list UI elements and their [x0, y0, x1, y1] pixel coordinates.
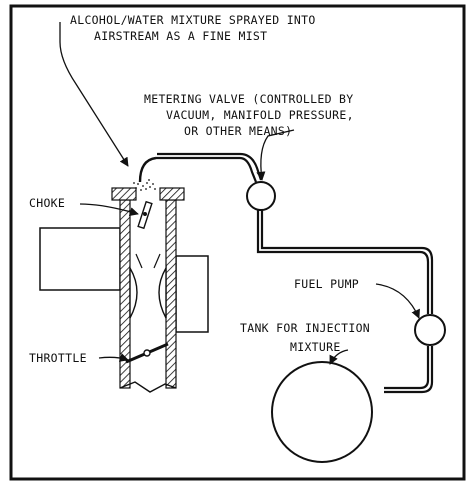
outer-frame [9, 4, 466, 481]
fuel-line [156, 152, 434, 394]
choke-leader [79, 203, 139, 217]
mist-label-line2: AIRSTREAM AS A FINE MIST [94, 29, 267, 43]
valve-label-line3: OR OTHER MEANS) [184, 124, 292, 138]
choke-label: CHOKE [29, 196, 65, 210]
throttle-label: THROTTLE [29, 351, 87, 365]
engine-block-right [175, 255, 209, 333]
mist-label-line1: ALCOHOL/WATER MIXTURE SPRAYED INTO [70, 13, 316, 27]
valve-leader [256, 129, 295, 181]
injection-tank [271, 361, 373, 463]
metering-valve [246, 181, 276, 211]
tank-label-line2: MIXTURE [290, 340, 341, 354]
tank-leader [329, 349, 349, 365]
valve-label-line1: METERING VALVE (CONTROLLED BY [144, 92, 353, 106]
fuel-pump-label: FUEL PUMP [294, 277, 359, 291]
carburetor-body [111, 187, 185, 393]
mist-leader [59, 22, 129, 167]
throttle-leader [98, 353, 129, 362]
choke-plate [137, 200, 153, 230]
spray-nozzle [133, 156, 157, 191]
valve-label-line2: VACUUM, MANIFOLD PRESSURE, [166, 108, 354, 122]
engine-block-left [39, 227, 121, 291]
pump-leader [375, 283, 420, 319]
throttle-plate [125, 342, 169, 364]
tank-label-line1: TANK FOR INJECTION [240, 321, 370, 335]
fuel-pump [414, 314, 446, 346]
